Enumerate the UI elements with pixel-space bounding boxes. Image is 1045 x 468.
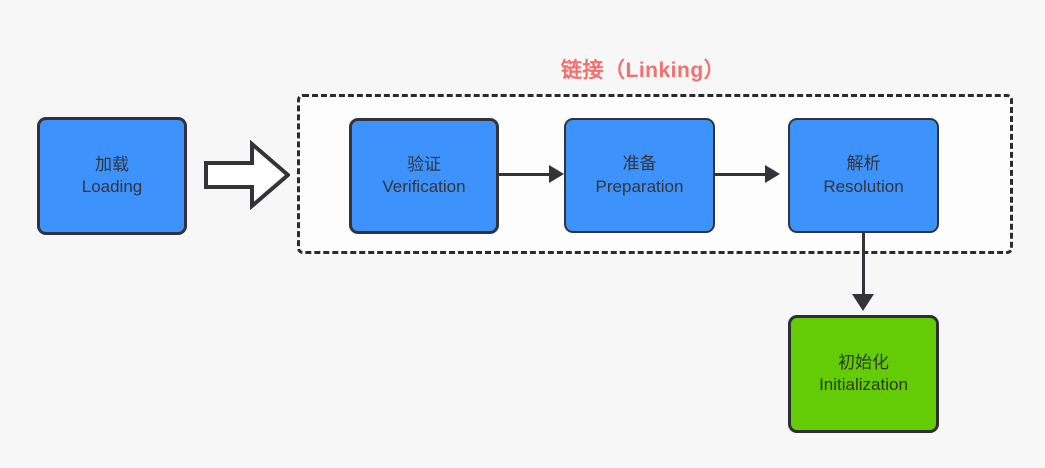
node-loading-label-cn: 加载 [95, 154, 129, 174]
node-preparation[interactable]: 准备 Preparation [564, 118, 715, 233]
node-resolution-label-en: Resolution [823, 176, 904, 196]
node-preparation-label-cn: 准备 [622, 154, 657, 174]
edge-verification-to-preparation-arrowhead [549, 165, 564, 183]
edge-resolution-to-initialization-arrowhead [852, 294, 874, 311]
node-verification-label-en: Verification [382, 177, 466, 196]
node-initialization-label-cn: 初始化 [838, 352, 889, 372]
edge-verification-to-preparation-line [499, 173, 552, 176]
edge-resolution-to-initialization-line [862, 233, 865, 298]
node-initialization-label-en: Initialization [819, 375, 908, 394]
block-arrow-loading-to-linking [204, 139, 292, 211]
edge-preparation-to-resolution-line [715, 173, 768, 176]
node-verification-label-cn: 验证 [407, 154, 441, 174]
edge-preparation-to-resolution-arrowhead [765, 165, 780, 183]
group-title-linking: 链接（Linking） [561, 59, 726, 82]
node-verification[interactable]: 验证 Verification [349, 118, 499, 234]
node-resolution-label-cn: 解析 [846, 154, 881, 174]
node-loading-label-en: Loading [81, 177, 143, 196]
node-preparation-label-en: Preparation [595, 176, 684, 196]
node-initialization[interactable]: 初始化 Initialization [788, 315, 939, 433]
node-loading[interactable]: 加载 Loading [37, 117, 187, 235]
node-resolution[interactable]: 解析 Resolution [788, 118, 939, 233]
